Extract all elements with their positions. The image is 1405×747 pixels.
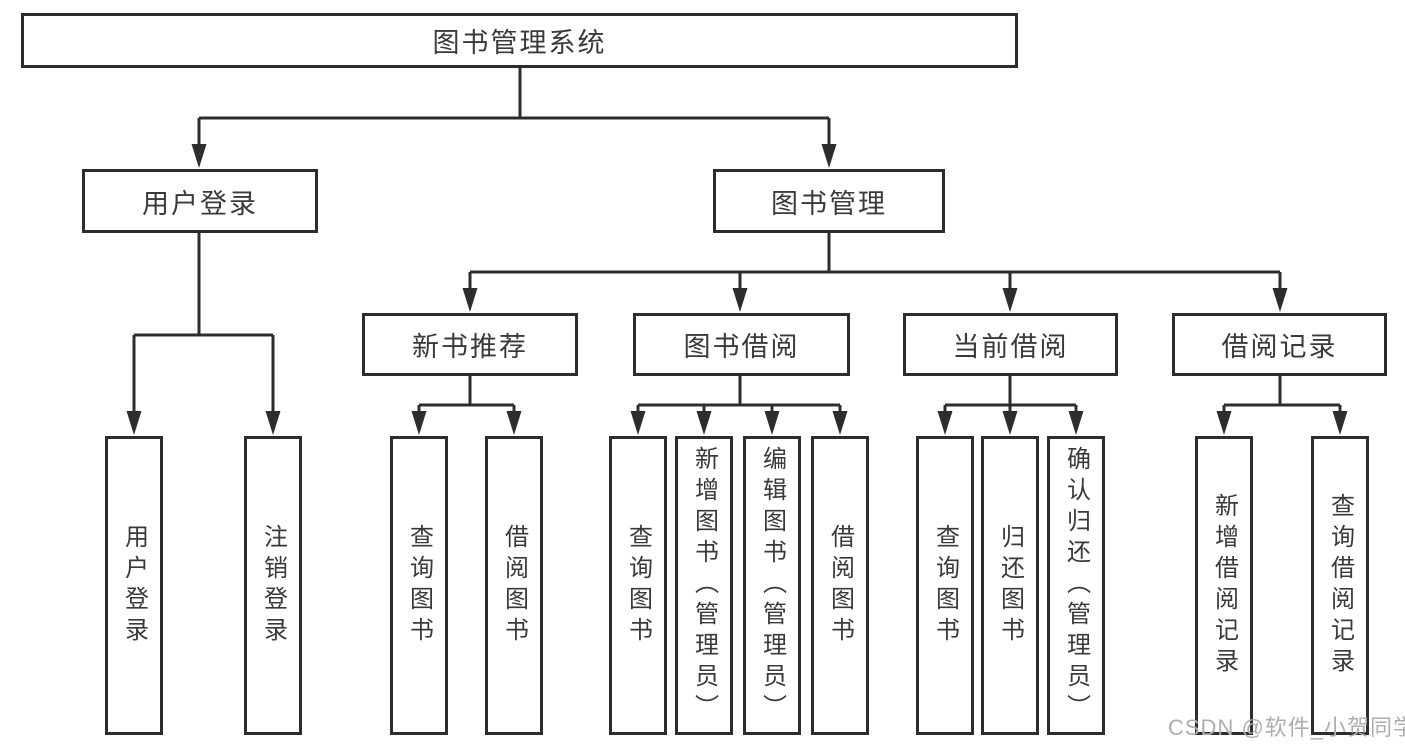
leaf-recommend-borrow-book: 借阅图书 (485, 436, 543, 735)
leaf-add-borrow-record-label: 新增借阅记录 (1210, 492, 1238, 679)
leaf-add-book-admin-label: 新增图书（管理员） (690, 446, 718, 725)
node-root: 图书管理系统 (21, 13, 1018, 68)
leaf-recommend-borrow-book-label: 借阅图书 (500, 523, 528, 648)
node-user-login-label: 用户登录 (142, 188, 258, 219)
node-book-management-label: 图书管理 (771, 188, 887, 219)
leaf-edit-book-admin: 编辑图书（管理员） (743, 436, 801, 735)
leaf-borrowing-borrow-book: 借阅图书 (811, 436, 869, 735)
node-new-book-recommend-label: 新书推荐 (412, 332, 528, 362)
node-book-borrowing-label: 图书借阅 (683, 332, 800, 362)
leaf-recommend-query-book-label: 查询图书 (405, 523, 433, 648)
node-root-label: 图书管理系统 (432, 28, 607, 58)
leaf-user-login-label: 用户登录 (120, 523, 148, 648)
arrowheads (126, 144, 1348, 435)
leaf-query-borrow-record: 查询借阅记录 (1311, 436, 1369, 735)
node-user-login: 用户登录 (82, 169, 318, 233)
node-borrowing-records: 借阅记录 (1172, 313, 1387, 376)
leaf-query-borrow-record-label: 查询借阅记录 (1326, 492, 1354, 679)
node-new-book-recommend: 新书推荐 (362, 313, 578, 376)
node-current-borrowing-label: 当前借阅 (952, 332, 1069, 362)
leaf-add-book-admin: 新增图书（管理员） (675, 436, 733, 735)
leaf-return-book-label: 归还图书 (996, 523, 1024, 648)
leaf-user-login: 用户登录 (105, 436, 163, 735)
leaf-confirm-return-admin: 确认归还（管理员） (1047, 436, 1105, 735)
leaf-edit-book-admin-label: 编辑图书（管理员） (758, 446, 786, 725)
leaf-confirm-return-admin-label: 确认归还（管理员） (1062, 446, 1090, 725)
leaf-current-query-book: 查询图书 (916, 436, 974, 735)
leaf-borrowing-query-book: 查询图书 (609, 436, 667, 735)
node-book-management: 图书管理 (713, 169, 945, 233)
csdn-watermark: CSDN @软件_小贺同学 (1168, 715, 1405, 740)
leaf-return-book: 归还图书 (981, 436, 1039, 735)
node-current-borrowing: 当前借阅 (903, 313, 1118, 376)
leaf-add-borrow-record: 新增借阅记录 (1195, 436, 1253, 735)
leaf-logout: 注销登录 (244, 436, 302, 735)
leaf-logout-label: 注销登录 (259, 523, 287, 648)
node-borrowing-records-label: 借阅记录 (1221, 332, 1338, 362)
leaf-recommend-query-book: 查询图书 (390, 436, 448, 735)
connector-stroke (132, 68, 1342, 416)
node-book-borrowing: 图书借阅 (633, 313, 850, 376)
leaf-borrowing-borrow-book-label: 借阅图书 (826, 523, 854, 648)
leaf-borrowing-query-book-label: 查询图书 (624, 523, 652, 648)
leaf-current-query-book-label: 查询图书 (931, 523, 959, 648)
